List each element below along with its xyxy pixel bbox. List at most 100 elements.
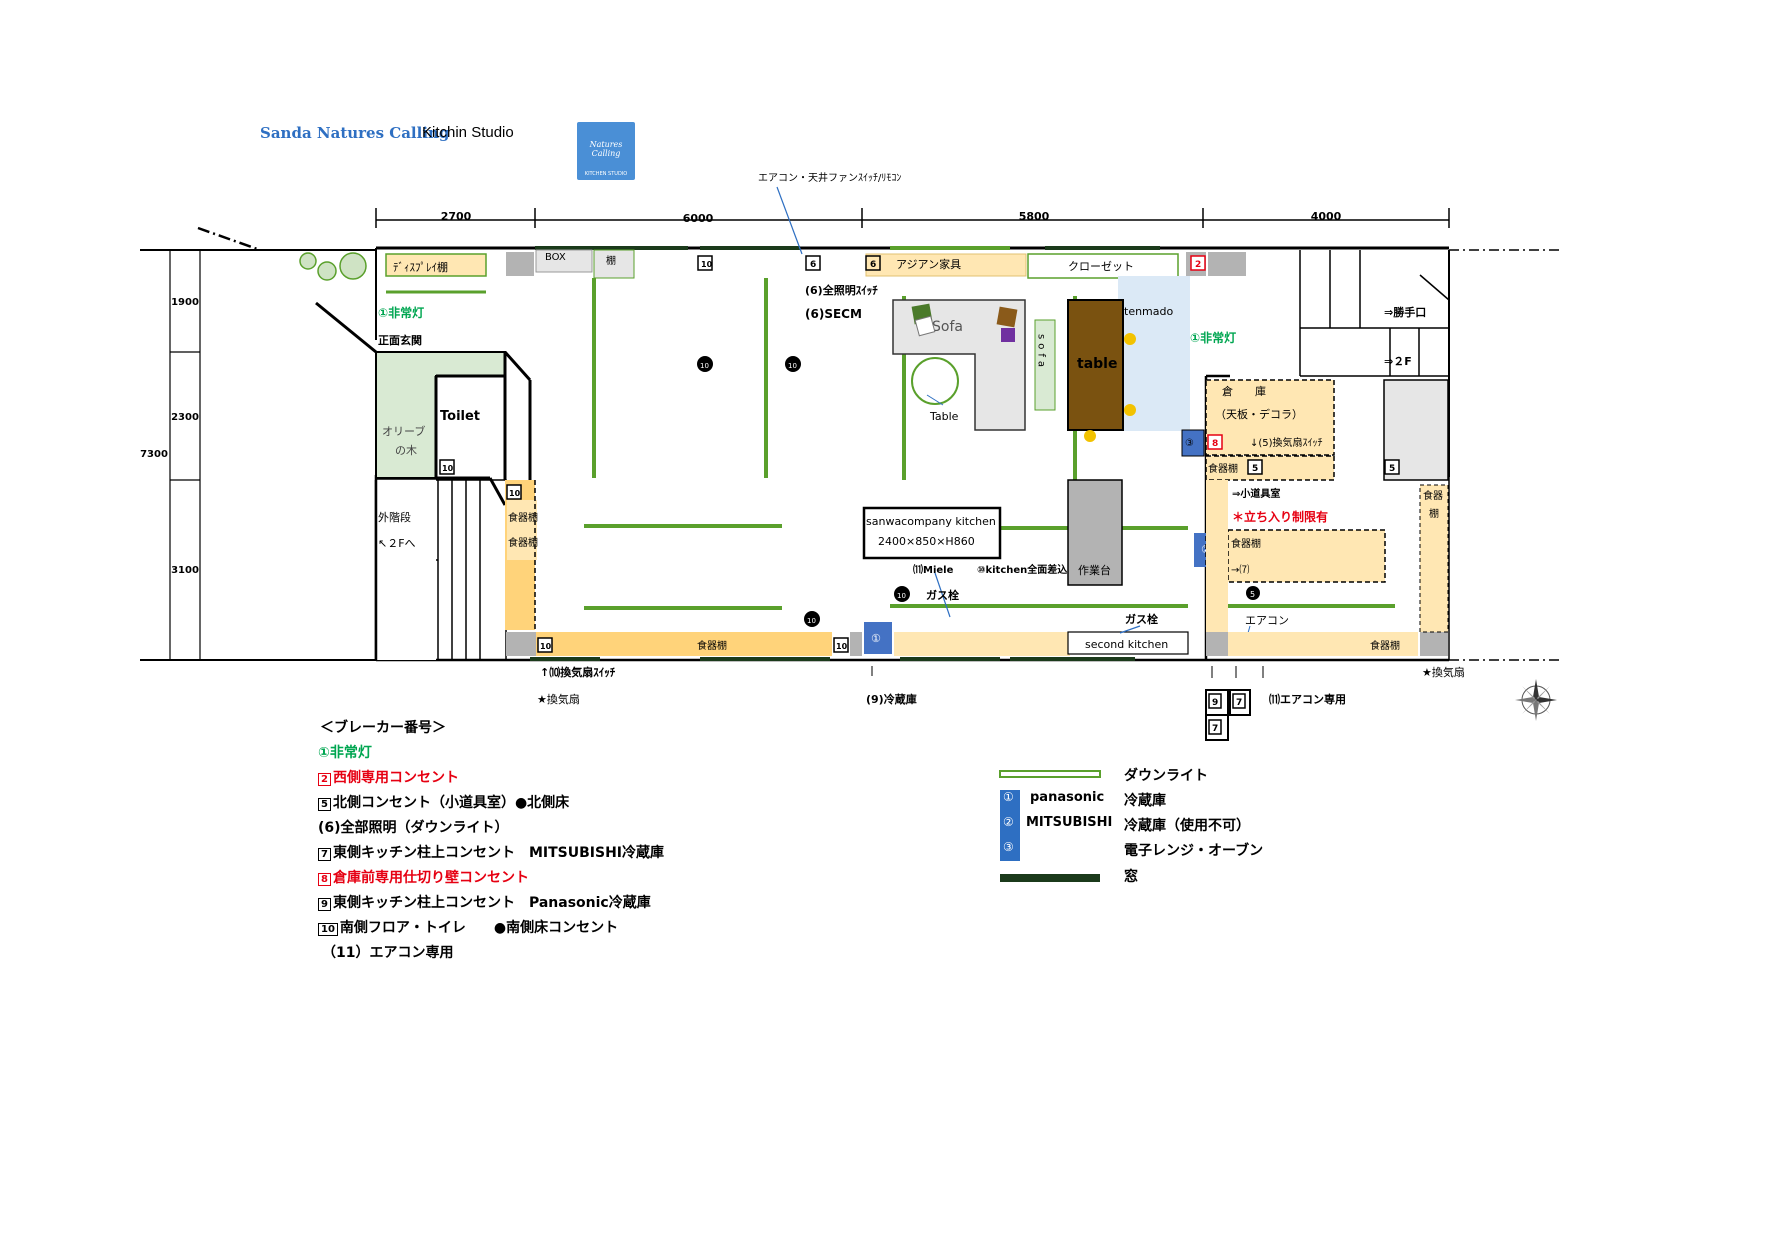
- svg-text:7: 7: [1236, 698, 1242, 708]
- breaker-num: 10: [318, 923, 338, 936]
- legend-fridge-1-label: 冷蔵庫: [1124, 793, 1166, 809]
- east-dish-cabinet: [1205, 455, 1335, 481]
- ne-stairs: [1299, 250, 1450, 377]
- breaker-marker-7a: 7: [1232, 693, 1246, 709]
- dim-2700: 2700: [441, 210, 472, 223]
- stairs-landing: [376, 480, 436, 660]
- svg-text:6: 6: [870, 260, 876, 270]
- breaker-marker-10-top: 10: [697, 255, 713, 271]
- breaker-marker-5b: 5: [1384, 459, 1400, 475]
- gas-valve-2: ガス栓: [1125, 612, 1158, 626]
- cushion: [914, 315, 936, 337]
- breaker-text: 南側フロア・トイレ ●南側床コンセント: [339, 920, 619, 936]
- all-lights-switch: (6)全照明ｽｲｯﾁ: [805, 283, 878, 297]
- breaker-text: 東側キッチン柱上コンセント MITSUBISHI冷蔵庫: [332, 845, 664, 861]
- kitchen-outlet-label: ⑩kitchen全面差込: [977, 563, 1067, 576]
- shelf-label: 棚: [606, 254, 616, 267]
- outside-stairs: [375, 479, 507, 661]
- olive-label-1: オリーブ: [382, 424, 425, 438]
- closet-label: クローゼット: [1068, 260, 1134, 273]
- floor-outlet: 5: [1246, 586, 1260, 600]
- dim-4000: 4000: [1311, 210, 1342, 223]
- breaker-marker-5a: 5: [1247, 459, 1263, 475]
- box-cabinet: [535, 249, 593, 273]
- svg-text:2: 2: [1195, 260, 1201, 270]
- legend-fridge-2-brand: MITSUBISHI: [1026, 815, 1113, 830]
- breaker-text: 西側専用コンセント: [332, 770, 459, 786]
- aircon-11-label: ⑾エアコン専用: [1269, 692, 1346, 706]
- svg-text:5: 5: [1389, 464, 1395, 474]
- breaker-num: 9: [318, 898, 331, 911]
- south-counter: [894, 632, 1070, 656]
- cushion: [996, 306, 1018, 328]
- arrow7-label: →⑺: [1231, 564, 1249, 576]
- shelf-cabinet: [593, 249, 635, 279]
- vent-left-label: ★換気扇: [537, 692, 580, 706]
- breaker-item-11: （11）エアコン専用: [322, 945, 454, 961]
- east-dish-mid-label: 食器棚: [1231, 537, 1261, 550]
- round-table: [911, 357, 959, 405]
- fridge-3-label: ③: [1185, 438, 1194, 449]
- svg-text:10: 10: [701, 260, 713, 269]
- legend-oven-label: 電子レンジ・オーブン: [1124, 843, 1264, 859]
- dim-7300: 7300: [140, 449, 168, 460]
- vent-switch-5: ↓(5)換気扇ｽｲｯﾁ: [1250, 436, 1323, 449]
- dim-5800: 5800: [1019, 210, 1050, 223]
- dim-2300: 2300: [171, 412, 199, 423]
- second-kitchen-label: second kitchen: [1085, 638, 1168, 651]
- round-table-label: Table: [929, 410, 959, 423]
- tool-room-label: ⇒小道具室: [1232, 487, 1280, 500]
- breaker-num: 2: [318, 773, 331, 786]
- island-kitchen-size: 2400×850×H860: [878, 535, 975, 548]
- logo-text: Natures Calling: [589, 140, 623, 158]
- second-kitchen: [1067, 631, 1189, 655]
- dimension-line-left: [169, 250, 201, 660]
- legend-window: 窓: [1124, 869, 1138, 885]
- cushion: [1001, 328, 1015, 342]
- breaker-marker-7b: 7: [1208, 719, 1222, 735]
- secm-label: (6)SECM: [805, 307, 862, 321]
- breaker-marker-10-west: 10: [506, 484, 522, 500]
- south-east-dish: [1348, 632, 1418, 656]
- east-wall-dish-1: 食器: [1423, 489, 1443, 502]
- logo-sub: KITCHEN STUDIO: [584, 171, 628, 177]
- pillar-sw: [506, 632, 536, 656]
- emergency-light-right: ①非常灯: [1190, 330, 1236, 345]
- trees: [299, 252, 367, 281]
- legend-fridge-1-num: ①: [1003, 790, 1014, 804]
- dish-cabinet-a: 食器棚: [508, 511, 538, 524]
- east-wall-dish-2: 棚: [1429, 507, 1439, 520]
- svg-text:7: 7: [1212, 724, 1218, 734]
- pillar-n3: [1208, 252, 1246, 276]
- breaker-text: 倉庫前専用仕切り壁コンセント: [332, 870, 529, 886]
- storage-room: [1205, 379, 1335, 456]
- svg-text:10: 10: [788, 362, 797, 370]
- sofa-vertical-label: sofa: [1036, 334, 1047, 371]
- legend-downlight: ダウンライト: [1124, 768, 1208, 784]
- breaker-marker-10-toilet: 10: [439, 459, 455, 475]
- closet: [1027, 253, 1179, 279]
- svg-text:10: 10: [700, 362, 709, 370]
- breaker-item-1: ①非常灯: [318, 745, 372, 761]
- dish-cabinet-b: 食器棚: [508, 536, 538, 549]
- pillar-nw: [506, 252, 534, 276]
- skylight-label: tenmado: [1124, 305, 1173, 318]
- panasonic-fridge: [864, 622, 892, 654]
- display-shelf-label: ﾃﾞｨｽﾌﾟﾚｲ棚: [393, 260, 448, 274]
- table-arrow: [926, 394, 944, 406]
- south-dish-cabinet: [536, 632, 832, 656]
- legend-fridge-2-label: 冷蔵庫（使用不可）: [1124, 818, 1250, 834]
- south-dish-label: 食器棚: [697, 639, 727, 652]
- svg-text:5: 5: [1252, 464, 1258, 474]
- svg-text:6: 6: [810, 260, 816, 270]
- legend-window-icon: [1000, 874, 1100, 882]
- legend-fridge-icon: [1000, 790, 1020, 861]
- microwave-oven: [1181, 429, 1205, 457]
- floor-outlet: 10: [804, 611, 820, 627]
- brand-name: Sanda Natures Calling: [260, 124, 450, 142]
